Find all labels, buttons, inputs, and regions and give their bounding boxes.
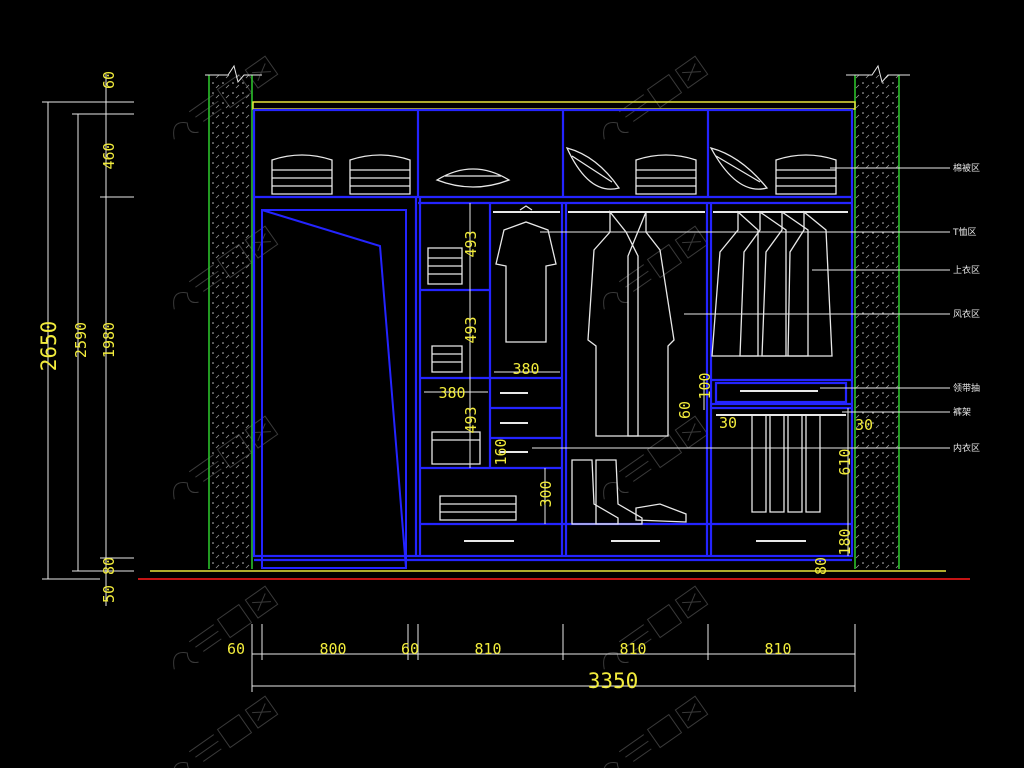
- dim-bottom-3: 60: [401, 640, 419, 658]
- dim-bottom-1: 60: [227, 640, 245, 658]
- note-underwear-area: 内衣区: [953, 442, 980, 454]
- left-wall: [205, 64, 262, 569]
- pillow-icon: [435, 146, 769, 190]
- dim-base-80: 80: [812, 557, 830, 575]
- trousers-icon: [751, 414, 821, 513]
- dimension-lines: [42, 74, 856, 692]
- dim-shelf-1: 493: [462, 230, 480, 257]
- dim-left-inner-1: 60: [100, 71, 118, 89]
- dim-width-380-b: 380: [438, 384, 465, 402]
- dim-rail-30-a: 30: [719, 414, 737, 432]
- dim-shelf-5: 300: [537, 480, 555, 507]
- dim-left-inner-4: 80: [100, 557, 118, 575]
- shirt-icon: [495, 205, 557, 343]
- dim-rail-100: 100: [696, 372, 714, 399]
- folded-clothes-icon: [271, 154, 837, 521]
- dim-bottom-4: 810: [474, 640, 501, 658]
- dim-base-180: 180: [836, 528, 854, 555]
- ceiling-strip: [252, 101, 856, 110]
- dim-shelf-2: 493: [462, 316, 480, 343]
- dim-shelf-3: 493: [462, 406, 480, 433]
- dim-rail-60: 60: [676, 401, 694, 419]
- jacket-icon: [711, 210, 833, 357]
- dim-left-outer: 2650: [37, 321, 61, 372]
- coat-icon: [587, 210, 675, 437]
- boots-icon: [571, 459, 643, 525]
- dim-left-inner-3: 1980: [100, 322, 118, 358]
- annotation-leaders: [532, 167, 950, 449]
- dim-width-380-a: 380: [512, 360, 539, 378]
- right-wall: [846, 64, 910, 569]
- dim-bottom-6: 810: [764, 640, 791, 658]
- dim-hang-610: 610: [836, 448, 854, 475]
- corner-door-panel: [261, 209, 407, 569]
- note-top-area: 上衣区: [953, 264, 980, 276]
- shoe-icon: [635, 503, 687, 523]
- box-icon: [431, 431, 481, 465]
- dim-left-inner-2: 460: [100, 142, 118, 169]
- dim-shelf-4: 160: [492, 438, 510, 465]
- dim-rail-30-b: 30: [855, 416, 873, 434]
- wardrobe-cabinet: [252, 108, 854, 562]
- note-trouser-rack: 裤架: [953, 406, 971, 418]
- note-tshirt-area: T恤区: [952, 226, 977, 238]
- note-quilt-area: 棉被区: [953, 162, 980, 174]
- dim-bottom-5: 810: [619, 640, 646, 658]
- note-coat-area: 风衣区: [953, 308, 980, 320]
- hanging-rods: [493, 211, 848, 416]
- dim-left-base: 50: [100, 585, 118, 603]
- dim-left-mid: 2590: [72, 322, 90, 358]
- dim-bottom-2: 800: [319, 640, 346, 658]
- note-tie-drawer: 领带抽: [953, 382, 980, 394]
- dim-total-width: 3350: [588, 669, 639, 693]
- drawer-handles: [464, 390, 818, 542]
